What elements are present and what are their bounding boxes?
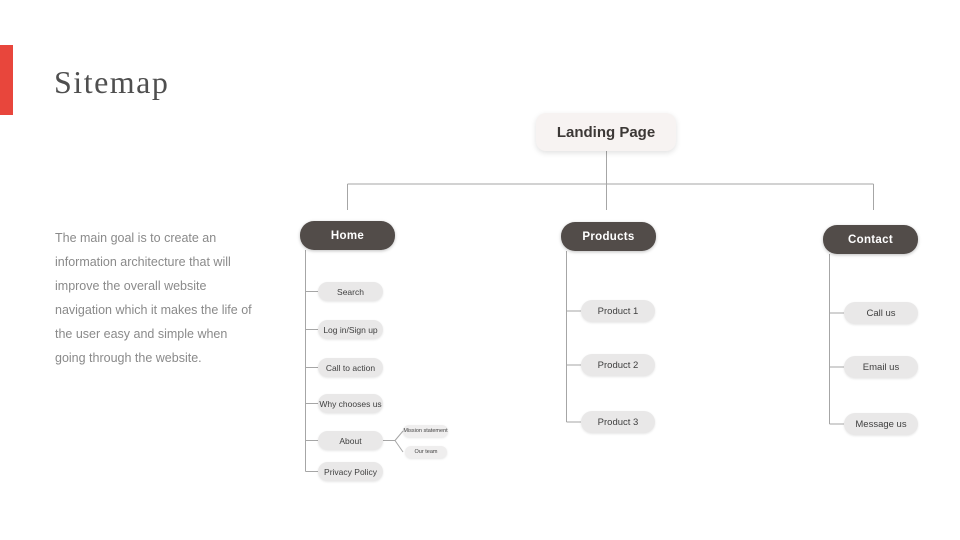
node-call-to-action: Call to action (318, 358, 383, 377)
node-landing-page: Landing Page (536, 113, 676, 151)
node-home: Home (300, 221, 395, 250)
node-message-us: Message us (844, 413, 918, 435)
node-product-2: Product 2 (581, 354, 655, 376)
node-email-us: Email us (844, 356, 918, 378)
node-search: Search (318, 282, 383, 301)
node-privacy-policy: Privacy Policy (318, 462, 383, 481)
node-about: About (318, 431, 383, 450)
node-call-us: Call us (844, 302, 918, 324)
node-product-3: Product 3 (581, 411, 655, 433)
node-mission-statement: Mission statement (403, 425, 448, 437)
page-title: Sitemap (54, 64, 170, 100)
node-product-1: Product 1 (581, 300, 655, 322)
node-why-chooses-us: Why chooses us (318, 394, 383, 413)
slide-description: The main goal is to create an informatio… (55, 231, 252, 365)
node-contact: Contact (823, 225, 918, 254)
accent-bar (0, 45, 13, 115)
node-login-signup: Log in/Sign up (318, 320, 383, 339)
node-our-team: Our team (405, 446, 447, 458)
node-products: Products (561, 222, 656, 251)
